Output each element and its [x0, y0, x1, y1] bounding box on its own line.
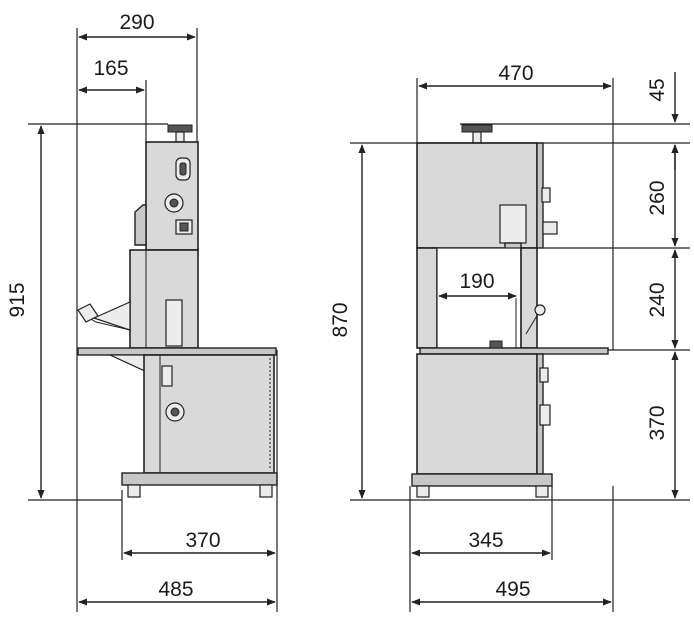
front-lower-cabinet: [416, 353, 538, 475]
side-dimensions: 290 165 915 370 485: [6, 11, 278, 612]
dim-side-top-width: 290: [119, 11, 154, 34]
dim-front-middle: 240: [646, 282, 669, 317]
side-base: [121, 472, 278, 486]
tension-knob-icon: [167, 124, 193, 133]
side-view-machine: [77, 124, 278, 498]
dim-side-overall-width: 485: [158, 578, 193, 601]
dim-side-base-width: 370: [185, 529, 220, 552]
blade-guide: [499, 204, 527, 244]
dim-front-throat: 190: [459, 270, 494, 293]
dim-front-base-width: 345: [468, 529, 503, 552]
dim-front-top-width: 470: [498, 62, 533, 85]
dim-side-inner-width: 165: [93, 57, 128, 80]
dim-front-height: 870: [329, 302, 352, 337]
dim-side-height: 915: [6, 282, 29, 317]
front-base: [411, 473, 553, 487]
dim-front-upper: 260: [646, 180, 669, 215]
front-dimensions: 470 45 260 240 370 870 190 345 495: [329, 62, 690, 612]
dim-front-top-offset: 45: [646, 78, 669, 101]
front-table: [419, 347, 609, 355]
front-knob-icon: [461, 124, 493, 133]
dim-front-overall-width: 495: [495, 578, 530, 601]
dim-front-lower: 370: [646, 405, 669, 440]
front-view-machine: [411, 124, 609, 498]
side-table: [77, 347, 277, 356]
